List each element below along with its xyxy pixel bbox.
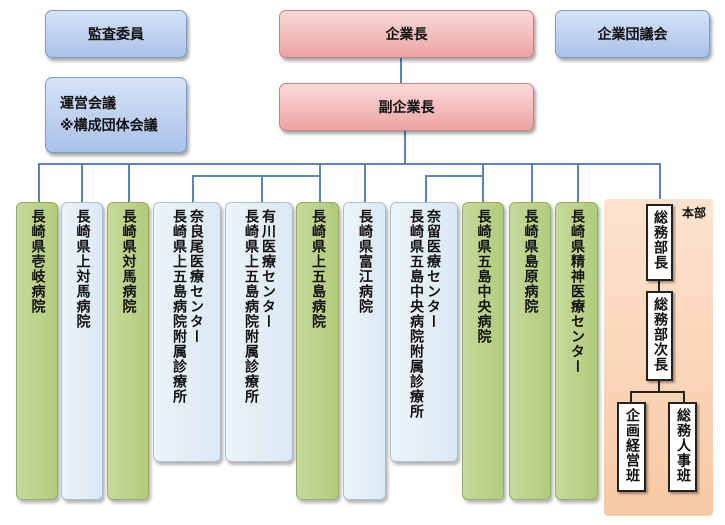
drop-kamitsushima bbox=[81, 163, 83, 203]
hospital-kamitsushima-label: 長崎県上対馬病院 bbox=[74, 209, 91, 329]
kigyodantai-gikai-box[interactable]: 企業団議会 bbox=[555, 10, 710, 58]
hospital-tomie[interactable]: 長崎県富江病院 bbox=[343, 202, 386, 500]
drop-seishin bbox=[577, 163, 579, 203]
honbu-label: 本部 bbox=[682, 206, 707, 220]
hospital-tsushima[interactable]: 長崎県対馬病院 bbox=[107, 202, 149, 500]
hospital-iki-label: 長崎県壱岐病院 bbox=[29, 209, 46, 314]
hospital-seishin[interactable]: 長崎県精神医療センター bbox=[555, 202, 598, 500]
drop-honbu bbox=[659, 163, 661, 203]
drop-narao bbox=[192, 175, 194, 203]
kigyocho-box[interactable]: 企業長 bbox=[279, 10, 534, 58]
clinic-narao-label-2: 奈良尾医療センター bbox=[188, 209, 204, 344]
somu-jinji-han-box[interactable]: 総務人事班 bbox=[668, 402, 697, 492]
drop-kikaku bbox=[630, 391, 632, 403]
hospital-tsushima-label: 長崎県対馬病院 bbox=[120, 209, 137, 314]
clinic-arikawa-label-2: 有川医療センター bbox=[260, 209, 276, 329]
hospital-gotochuo[interactable]: 長崎県五島中央病院 bbox=[462, 202, 504, 500]
drop-iki bbox=[38, 163, 40, 203]
hospital-seishin-label: 長崎県精神医療センター bbox=[569, 209, 585, 374]
clinic-arikawa[interactable]: 長崎県上五島病院附属診療所 有川医療センター bbox=[225, 202, 293, 462]
kansa-iin-box[interactable]: 監査委員 bbox=[45, 10, 187, 58]
kigyocho-label: 企業長 bbox=[385, 27, 428, 43]
connector-bus bbox=[38, 163, 660, 165]
uneikaigi-box[interactable]: 運営会議 ※構成団体会議 bbox=[45, 77, 187, 153]
clinic-narao-label-1: 長崎県上五島病院附属診療所 bbox=[171, 209, 187, 404]
somu-jinji-han-label: 総務人事班 bbox=[675, 408, 691, 483]
clinic-arikawa-label-1: 長崎県上五島病院附属診療所 bbox=[243, 209, 259, 404]
fukukigyocho-label: 副企業長 bbox=[378, 100, 435, 116]
hospital-gotochuo-label: 長崎県五島中央病院 bbox=[475, 209, 492, 344]
clinic-naru-label-1: 長崎県五島中央病院附属診療所 bbox=[408, 209, 424, 419]
connector-kigyocho-fuku bbox=[400, 58, 402, 83]
drop-kamigoto bbox=[319, 163, 321, 203]
hospital-shimabara-label: 長崎県島原病院 bbox=[522, 209, 539, 314]
connector-han-bus bbox=[630, 391, 685, 393]
gotochuo-sub-bus bbox=[425, 175, 484, 177]
drop-arikawa bbox=[261, 175, 263, 203]
connector-jicho-bus bbox=[658, 380, 660, 392]
hospital-tomie-label: 長崎県富江病院 bbox=[357, 209, 373, 314]
hospital-kamigoto[interactable]: 長崎県上五島病院 bbox=[296, 202, 339, 500]
drop-naru bbox=[425, 175, 427, 203]
hospital-kamitsushima[interactable]: 長崎県上対馬病院 bbox=[61, 202, 103, 500]
kikaku-keiei-han-box[interactable]: 企画経営班 bbox=[617, 402, 646, 492]
kikaku-keiei-han-label: 企画経営班 bbox=[624, 408, 640, 483]
connector-fuku-bus bbox=[404, 131, 406, 164]
kansa-iin-label: 監査委員 bbox=[88, 27, 144, 43]
clinic-naru[interactable]: 長崎県五島中央病院附属診療所 奈留医療センター bbox=[390, 202, 458, 462]
kigyodantai-gikai-label: 企業団議会 bbox=[597, 27, 668, 43]
fukukigyocho-box[interactable]: 副企業長 bbox=[279, 83, 534, 131]
clinic-narao[interactable]: 長崎県上五島病院附属診療所 奈良尾医療センター bbox=[153, 202, 221, 462]
uneikaigi-label: 運営会議 bbox=[60, 96, 116, 112]
somubucho-box[interactable]: 総務部長 bbox=[646, 204, 673, 281]
drop-shimabara bbox=[531, 163, 533, 203]
kamigoto-sub-bus bbox=[192, 175, 320, 177]
clinic-naru-label-2: 奈留医療センター bbox=[425, 209, 441, 329]
drop-somujinji bbox=[683, 391, 685, 403]
drop-tomie bbox=[364, 163, 366, 203]
drop-gotochuo bbox=[482, 163, 484, 203]
kosei-dantai-kaigi-label: ※構成団体会議 bbox=[60, 118, 158, 134]
somubujicho-label: 総務部次長 bbox=[652, 297, 668, 372]
connector-bucho-jicho bbox=[658, 280, 660, 292]
somubujicho-box[interactable]: 総務部次長 bbox=[646, 291, 673, 381]
hospital-iki[interactable]: 長崎県壱岐病院 bbox=[16, 202, 58, 500]
hospital-shimabara[interactable]: 長崎県島原病院 bbox=[509, 202, 551, 500]
hospital-kamigoto-label: 長崎県上五島病院 bbox=[310, 209, 326, 329]
somubucho-label: 総務部長 bbox=[652, 210, 668, 270]
drop-tsushima bbox=[128, 163, 130, 203]
